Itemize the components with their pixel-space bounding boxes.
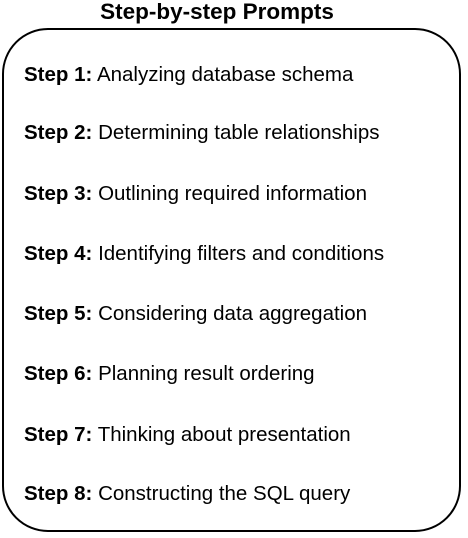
step-2-text: Determining table relationships [98,121,380,144]
diagram-title: Step-by-step Prompts [100,0,334,24]
step-5-text: Considering data aggregation [98,302,368,325]
step-6-label: Step 6: [24,362,93,385]
step-7: Step 7: Thinking about presentation [24,423,351,447]
step-4: Step 4: Identifying filters and conditio… [24,242,384,266]
step-7-text: Thinking about presentation [97,423,351,446]
step-4-label: Step 4: [24,242,93,265]
step-3-text: Outlining required information [98,182,367,205]
step-2-label: Step 2: [24,121,93,144]
step-3-label: Step 3: [24,182,93,205]
step-2: Step 2: Determining table relationships [24,121,380,145]
step-5-label: Step 5: [24,302,93,325]
step-6-text: Planning result ordering [98,362,315,385]
step-5: Step 5: Considering data aggregation [24,302,367,326]
steps-container [2,28,461,532]
step-3: Step 3: Outlining required information [24,182,367,206]
step-7-label: Step 7: [24,423,93,446]
step-1: Step 1: Analyzing database schema [24,63,353,87]
step-1-text: Analyzing database schema [96,63,354,86]
step-1-label: Step 1: [24,63,93,86]
step-6: Step 6: Planning result ordering [24,362,315,386]
step-8: Step 8: Constructing the SQL query [24,482,350,506]
step-8-label: Step 8: [24,482,93,505]
step-4-text: Identifying filters and conditions [98,242,385,265]
step-8-text: Constructing the SQL query [98,482,351,505]
